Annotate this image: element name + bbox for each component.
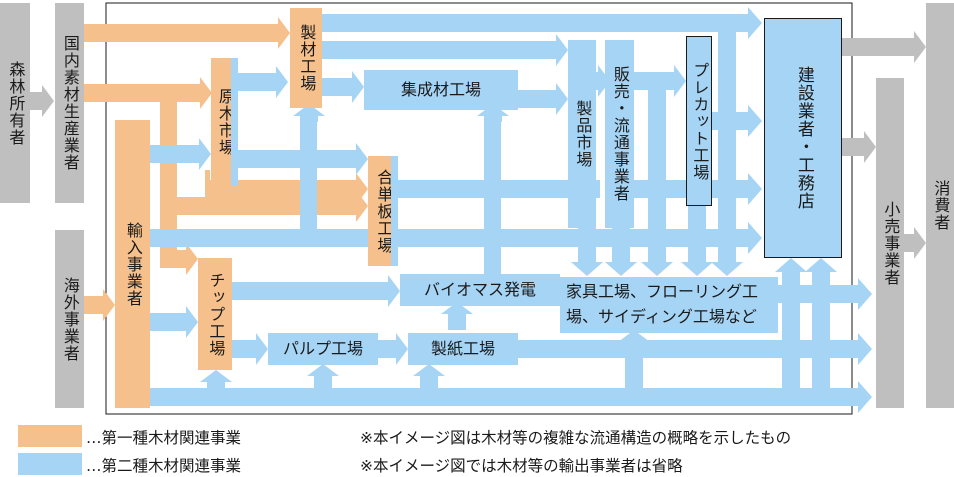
- arrow-up-to-pulp: [307, 364, 339, 388]
- product-market-label: 製品市場: [573, 100, 593, 168]
- arrow-forest-to-producer: [30, 85, 54, 117]
- arrow-up-to-paper: [413, 364, 445, 388]
- industry-frame: [105, 2, 853, 415]
- arrow-glulam-up: [477, 104, 509, 122]
- paper-mill-label: 製紙工場: [430, 338, 495, 358]
- plywood-blue-strip: [391, 156, 398, 266]
- arrow-import-to-log-market: [150, 138, 211, 170]
- legend-label-first-class: …第一種木材関連事業: [86, 429, 242, 447]
- glulam-factory-label: 集成材工場: [400, 79, 481, 99]
- arrow-up-to-builders-2: [805, 258, 837, 388]
- chip-factory-box: チップ工場: [198, 258, 232, 370]
- arrow-builders-down: [711, 32, 743, 276]
- gray-flows: [30, 31, 926, 259]
- arrow-up-to-builders-1: [775, 258, 807, 388]
- arrow-up-to-chip: [200, 370, 232, 388]
- note-1: ※本イメージ図は木材等の複雑な流通構造の概略を示したもの: [360, 429, 792, 447]
- pulp-factory-label: パルプ工場: [282, 338, 363, 358]
- orange-flows: [82, 17, 368, 321]
- arrow-sawmill-to-glulam: [322, 71, 364, 103]
- arrow-trunk-to-chip: [160, 243, 198, 275]
- arrow-up-to-biomass: [441, 302, 473, 330]
- arrow-producer-to-log-market: [82, 77, 212, 109]
- import-trunk-vertical: [300, 120, 317, 237]
- overseas-supplier-box: 海外事業者: [55, 230, 84, 408]
- domestic-producer-label: 国内素材生産業者: [60, 35, 80, 171]
- arrow-builders-to-consumer-top: [842, 31, 926, 63]
- blue-flows: [150, 7, 872, 413]
- legend-label-second-class: …第二種木材関連事業: [86, 457, 242, 475]
- arrow-glulam-to-product-market: [518, 83, 568, 115]
- forest-owner-label: 森林所有者: [6, 60, 26, 146]
- builders-label: 建設業者・工務店: [793, 66, 814, 210]
- arrow-product-market-to-sales: [592, 65, 610, 97]
- precut-factory-box: プレカット工場: [686, 36, 712, 206]
- arrow-chip-to-pulp: [232, 333, 268, 365]
- arrow-sales-down-2: [641, 90, 673, 276]
- log-market-blue-strip: [231, 58, 238, 186]
- arrow-log-market-to-plywood: [205, 170, 368, 205]
- sawmill-label: 製材工場: [297, 24, 317, 92]
- arrow-producer-to-sawmill: [82, 17, 290, 49]
- sales-distribution-label: 販売・流通事業者: [610, 66, 630, 202]
- glulam-trunk-vertical: [484, 118, 501, 278]
- arrow-builders-to-retail: [842, 131, 876, 163]
- arrow-import-to-retail: [150, 381, 872, 413]
- arrow-sales-down: [605, 228, 637, 276]
- arrow-product-market-down: [571, 228, 603, 276]
- pulp-factory-box: パルプ工場: [268, 333, 378, 365]
- other-factories-label: 家具工場、フローリング工場、サイディング工場など: [566, 282, 759, 326]
- biomass-power-label: バイオマス発電: [423, 279, 536, 299]
- sales-distribution-box: 販売・流通事業者: [605, 40, 634, 228]
- import-business-box: 輸入事業者: [115, 120, 150, 408]
- arrow-log-market-to-sawmill: [238, 66, 288, 98]
- retailers-label: 小売事業者: [881, 200, 901, 286]
- arrow-sales-to-precut: [634, 65, 686, 97]
- arrow-chip-to-biomass: [232, 275, 400, 307]
- arrow-sawmill-to-builders: [322, 7, 762, 39]
- arrow-precut-down: [681, 206, 713, 276]
- orange-trunk-vertical: [160, 84, 177, 259]
- chip-factory-label: チップ工場: [206, 271, 226, 357]
- legend-swatch-second-class: [18, 453, 82, 475]
- arrow-trunk-to-sawmill: [293, 104, 325, 122]
- biomass-power-box: バイオマス発電: [400, 274, 560, 306]
- forest-owner-box: 森林所有者: [0, 3, 30, 203]
- arrow-overseas-to-import: [83, 289, 115, 321]
- legend-swatch-first-class: [18, 425, 82, 447]
- arrow-import-to-builders: [150, 222, 762, 254]
- sawmill-box: 製材工場: [290, 8, 322, 108]
- arrow-retail-to-consumer: [904, 227, 926, 259]
- consumers-box: 消費者: [926, 3, 954, 408]
- arrow-pulp-to-paper: [378, 333, 408, 365]
- other-factories-box: 家具工場、フローリング工場、サイディング工場など: [560, 277, 778, 333]
- builders-box: 建設業者・工務店: [764, 18, 842, 258]
- note-2: ※本イメージ図では木材等の輸出事業者は省略: [360, 457, 683, 475]
- arrow-import-to-chip: [150, 306, 198, 338]
- retailers-box: 小売事業者: [876, 78, 904, 408]
- consumers-label: 消費者: [931, 180, 951, 231]
- log-market-label: 原木市場: [215, 88, 235, 156]
- plywood-factory-label: 合単板工場: [374, 168, 394, 254]
- product-market-box: 製品市場: [568, 40, 596, 228]
- glulam-factory-box: 集成材工場: [364, 70, 518, 110]
- arrow-up-to-factories: [618, 330, 650, 388]
- overseas-supplier-label: 海外事業者: [60, 276, 80, 362]
- arrow-sawmill-to-product-market: [322, 34, 568, 66]
- domestic-producer-box: 国内素材生産業者: [55, 3, 84, 203]
- precut-factory-label: プレカット工場: [690, 61, 710, 181]
- import-business-label: 輸入事業者: [123, 221, 143, 307]
- paper-mill-box: 製紙工場: [408, 333, 518, 365]
